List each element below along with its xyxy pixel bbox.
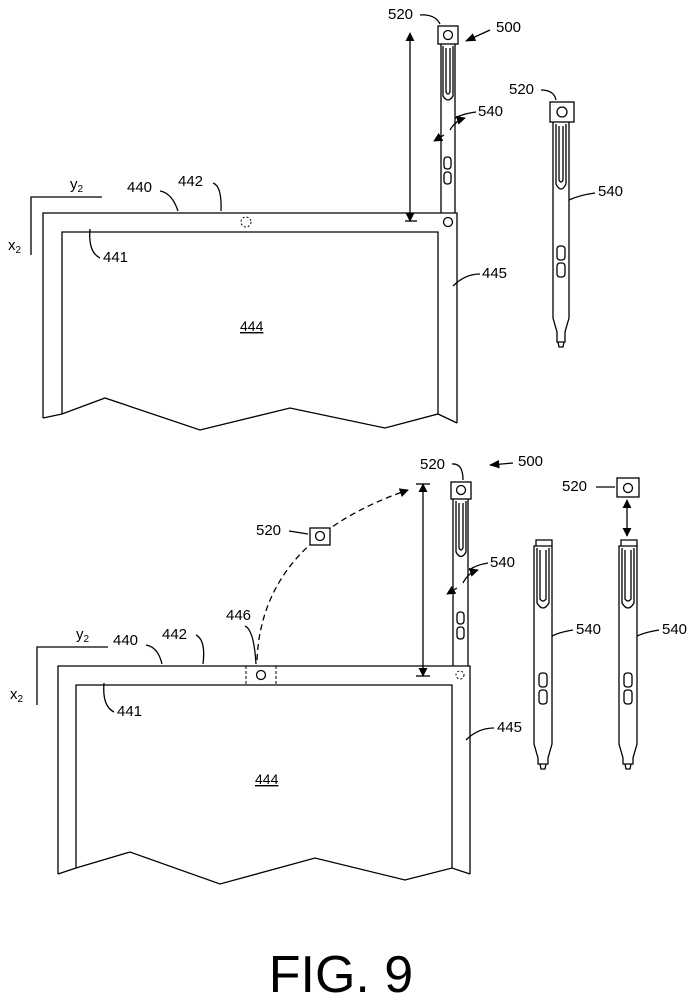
cap-module xyxy=(450,481,472,500)
stylus-pen-cap-separated xyxy=(616,477,640,770)
axis-indicator: y2 x2 xyxy=(8,176,102,256)
display-device xyxy=(57,665,471,885)
sensor-marker xyxy=(240,216,252,228)
label-442: 442 xyxy=(178,173,203,190)
axis-x-label: x2 xyxy=(10,686,24,705)
stylus-pen-attached xyxy=(437,25,459,213)
label-441: 441 xyxy=(103,249,128,266)
cap-trajectory xyxy=(256,488,409,661)
label-540-pen: 540 xyxy=(490,554,515,571)
stylus-pen-uncapped xyxy=(533,539,553,770)
label-441: 441 xyxy=(117,703,142,720)
label-445: 445 xyxy=(482,265,507,282)
label-440: 440 xyxy=(127,179,152,196)
label-520-b: 520 xyxy=(562,478,587,495)
figure-caption: FIG. 9 xyxy=(269,946,413,1003)
axis-y-label: y2 xyxy=(70,176,84,195)
cap-module-attached xyxy=(255,669,267,681)
label-445: 445 xyxy=(497,719,522,736)
label-500: 500 xyxy=(518,453,543,470)
label-500: 500 xyxy=(496,19,521,36)
top-panel: y2 x2 440 442 441 444 445 xyxy=(8,6,623,431)
label-442: 442 xyxy=(162,626,187,643)
axis-x-label: x2 xyxy=(8,237,22,256)
stylus-pen-attached xyxy=(450,481,472,666)
label-540: 540 xyxy=(478,103,503,120)
label-520-moving: 520 xyxy=(256,522,281,539)
label-446: 446 xyxy=(226,607,251,624)
cap-module xyxy=(549,101,575,123)
cap-module-moving xyxy=(309,527,331,546)
cap-module xyxy=(616,477,640,498)
label-444: 444 xyxy=(240,318,264,334)
label-520-detached: 520 xyxy=(509,81,534,98)
label-540-a: 540 xyxy=(576,621,601,638)
display-device xyxy=(42,212,458,431)
label-540-detached: 540 xyxy=(598,183,623,200)
label-520: 520 xyxy=(388,6,413,23)
cap-module xyxy=(437,25,459,45)
label-444: 444 xyxy=(255,771,279,787)
label-520-pen: 520 xyxy=(420,456,445,473)
axis-indicator: y2 x2 xyxy=(10,626,108,705)
attachment-slot xyxy=(245,665,277,686)
bottom-panel: y2 x2 440 442 446 441 444 445 520 xyxy=(10,453,687,885)
attachment-point xyxy=(442,216,454,228)
axis-y-label: y2 xyxy=(76,626,90,645)
stylus-pen-detached xyxy=(549,101,575,348)
label-540-b: 540 xyxy=(662,621,687,638)
label-440: 440 xyxy=(113,632,138,649)
